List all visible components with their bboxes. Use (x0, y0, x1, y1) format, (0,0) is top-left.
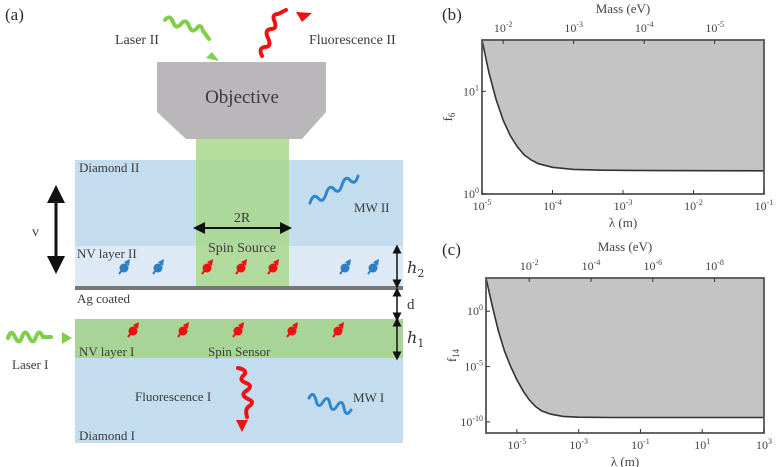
spin-red-icon (177, 322, 189, 338)
mw-ii-label: MW II (354, 200, 390, 215)
x-axis-label: λ (m) (611, 454, 639, 467)
top-tick-label: 10-6 (643, 258, 662, 273)
excluded-region (482, 40, 764, 171)
fluorescence-ii-label: Fluorescence II (309, 33, 396, 48)
laser-i-label: Laser I (12, 357, 48, 372)
laser-ii-wave-icon (163, 15, 211, 41)
excluded-region (486, 278, 764, 418)
mw-ii-wave-icon (308, 174, 360, 205)
spin-red-icon (127, 322, 139, 338)
laser-i-arrowhead-icon (62, 332, 72, 344)
spin-blue-icon (367, 259, 379, 275)
x-tick-label: 103 (756, 437, 772, 452)
fluorescence-i-wave-icon (236, 366, 254, 419)
objective-label: Objective (205, 87, 279, 108)
spin-blue-icon (152, 259, 164, 275)
y-axis-label: f14 (444, 348, 461, 362)
chart-b: (b) 10-5 10-4 10-3 10-2 10-1 100 101 10-2 10-3 10… (440, 1, 773, 230)
nv-layer-ii-label: NV layer II (77, 246, 137, 261)
x-tick-label: 10-5 (508, 437, 527, 452)
diamond-i-layer (75, 358, 403, 443)
fluorescence-ii-arrowhead-icon (296, 12, 312, 22)
spin-source-label: Spin Source (208, 241, 276, 256)
spin-sensor-label: Spin Sensor (208, 344, 271, 359)
y-tick-label: 100 (467, 303, 483, 318)
laser-ii-label: Laser II (115, 33, 159, 48)
y-tick-label: 10-5 (464, 359, 483, 374)
mw-i-wave-icon (307, 393, 353, 415)
fluorescence-i-label: Fluorescence I (135, 389, 211, 404)
x-tick-label: 101 (694, 437, 710, 452)
velocity-label: v (32, 225, 39, 240)
top-axis-label: Mass (eV) (596, 1, 651, 16)
ag-coating (75, 286, 403, 290)
top-axis-label: Mass (eV) (598, 239, 653, 254)
spin-red-icon (235, 259, 247, 275)
top-tick-label: 10-2 (520, 258, 539, 273)
top-tick-label: 10-3 (564, 20, 583, 35)
x-tick-label: 10-1 (755, 198, 774, 213)
y-tick-label: 10-10 (460, 414, 483, 429)
x-tick-label: 10-3 (614, 198, 633, 213)
mw-i-label: MW I (353, 390, 384, 405)
y-axis-label: f6 (440, 112, 457, 121)
beam-width-label: 2R (234, 211, 251, 226)
spin-red-icon (286, 322, 298, 338)
spin-blue-icon (339, 259, 351, 275)
top-tick-label: 10-2 (494, 20, 513, 35)
d-label: d (407, 297, 415, 313)
top-tick-label: 10-8 (705, 258, 724, 273)
h2-label: h2 (407, 258, 424, 280)
constraint-curve (485, 277, 764, 419)
panel-c-label: (c) (442, 240, 461, 259)
fluorescence-i-arrowhead-icon (236, 420, 248, 432)
panel-a: (a) Objective Laser II Fluorescence II D… (5, 5, 424, 443)
x-axis-label: λ (m) (609, 215, 637, 230)
panel-b-label: (b) (442, 5, 462, 24)
chart-c: (c) 10-5 10-3 10-1 101 103 100 10-5 10-10 10-2 10… (442, 239, 772, 467)
plot-frame (485, 277, 765, 434)
constraint-curve (481, 39, 765, 172)
laser-ii-arrowhead-icon (206, 52, 219, 61)
x-tick-label: 10-5 (473, 198, 492, 213)
nv-layer-i-label: NV layer I (79, 344, 134, 359)
spin-red-icon (232, 322, 244, 338)
ag-coated-label: Ag coated (77, 291, 131, 306)
top-tick-label: 10-4 (582, 258, 601, 273)
diamond-ii-label: Diamond II (79, 160, 139, 175)
diamond-i-label: Diamond I (79, 428, 135, 443)
laser-i-wave-icon (6, 330, 53, 344)
x-tick-label: 10-2 (684, 198, 703, 213)
x-tick-label: 10-3 (569, 437, 588, 452)
top-tick-label: 10-5 (705, 20, 724, 35)
spin-blue-icon (118, 259, 130, 275)
spins-group (118, 259, 379, 338)
y-tick-label: 101 (463, 83, 479, 98)
objective-lens (157, 62, 326, 139)
x-tick-label: 10-1 (631, 437, 650, 452)
h1-label: h1 (407, 328, 424, 350)
spin-red-icon (201, 259, 213, 275)
fluorescence-ii-wave-icon (258, 8, 288, 58)
spin-red-icon (332, 322, 344, 338)
spin-red-icon (267, 259, 279, 275)
x-tick-label: 10-4 (543, 198, 562, 213)
y-tick-label: 100 (463, 186, 479, 201)
top-tick-label: 10-4 (635, 20, 654, 35)
panel-a-label: (a) (5, 5, 24, 24)
